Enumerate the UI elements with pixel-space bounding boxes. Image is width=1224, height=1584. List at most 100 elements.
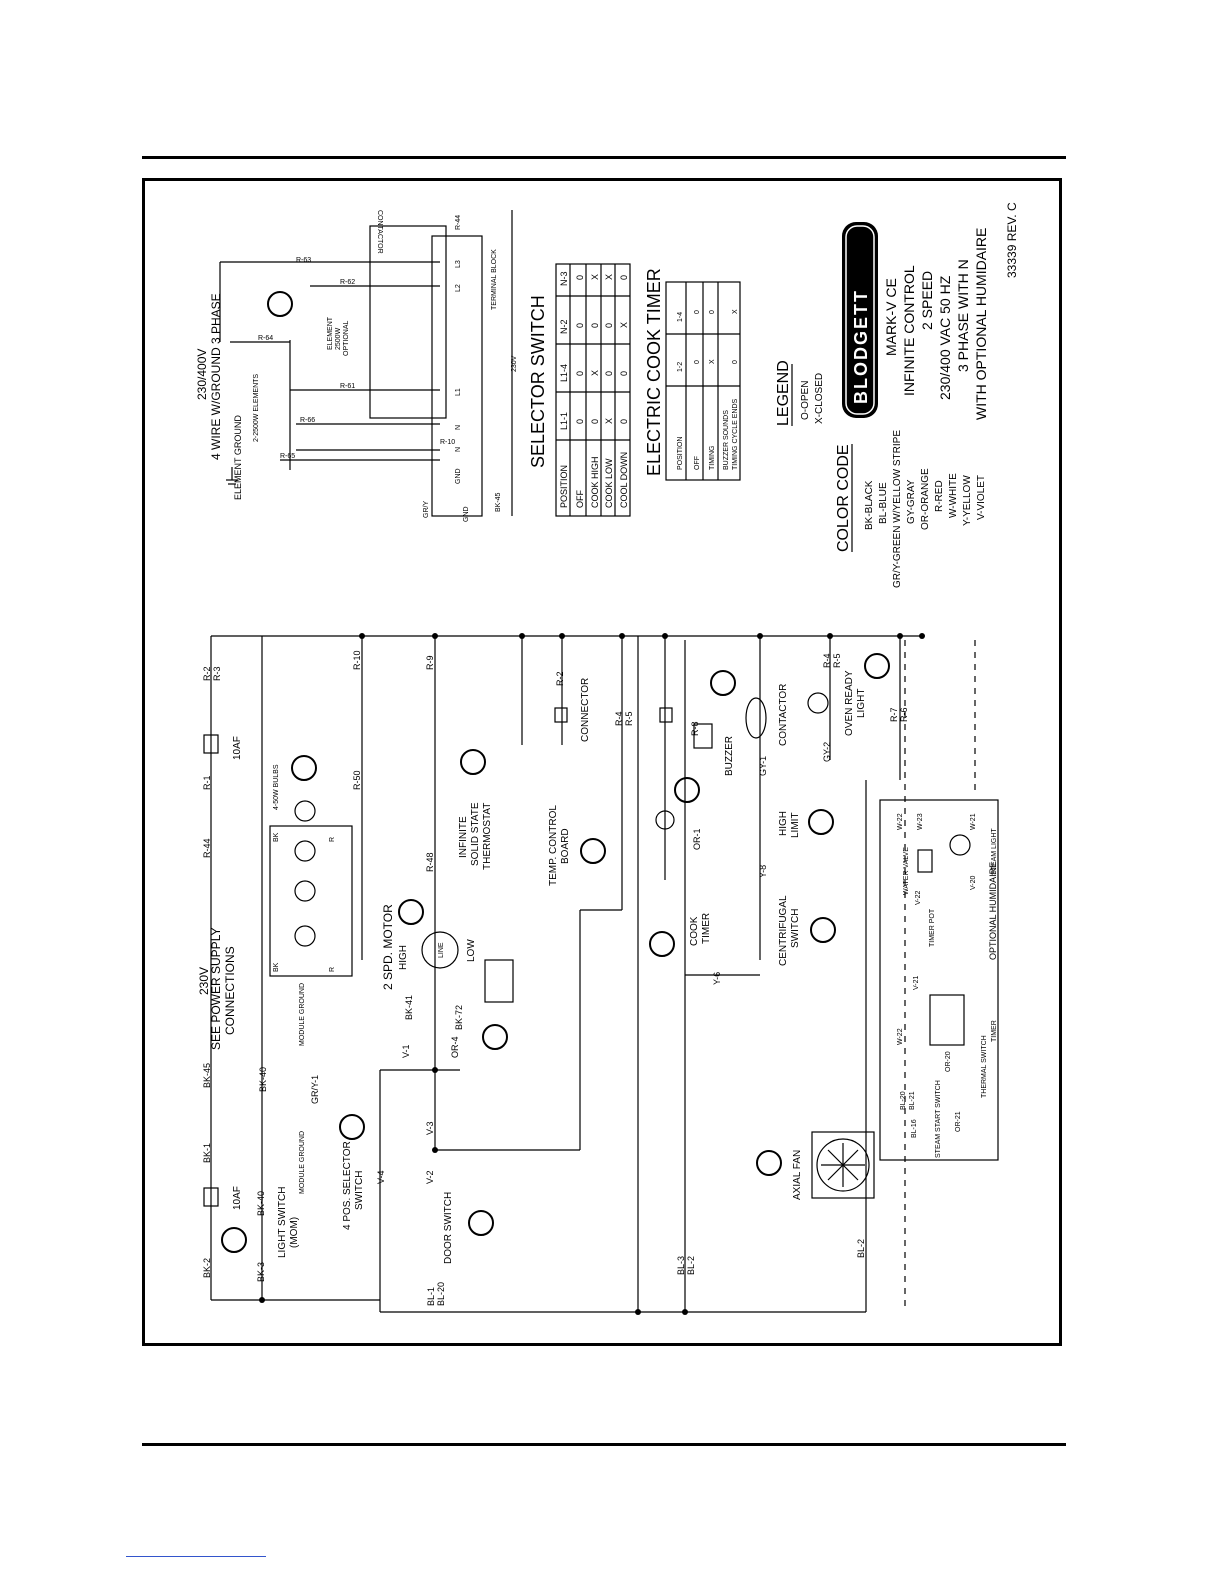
- label-motor-line: LINE: [438, 942, 445, 958]
- terminal-l1: L1: [455, 388, 462, 396]
- humidaire-w22: W-22: [897, 813, 904, 830]
- selector-switch-table: SELECTOR SWITCH POSITIONL1-1L1-4N-2N-3OF…: [528, 263, 631, 517]
- label-high-limit-1: HIGH: [778, 811, 789, 836]
- bulb-array: [269, 800, 353, 977]
- element-wiring: 230/400V 4 WIRE W/GROUND 3 PHASE 2-2500W…: [195, 210, 518, 522]
- color-code-title: COLOR CODE: [835, 444, 852, 552]
- brand-text: BLODGETT: [851, 289, 871, 404]
- selector-table-title: SELECTOR SWITCH: [528, 295, 548, 468]
- humidaire-thermal-switch: THERMAL SWITCH: [981, 1035, 988, 1098]
- color-bk: BK-BLACK: [864, 480, 875, 530]
- label-selector-switch-2: SWITCH: [354, 1171, 365, 1210]
- humidaire-or21: OR-21: [955, 1111, 962, 1132]
- humidaire-title: OPTIONAL HUMIDAIRE: [988, 862, 998, 960]
- label-r50: R-50: [352, 770, 362, 790]
- label-v3: V-3: [425, 1121, 435, 1135]
- terminal-n2: N: [455, 425, 462, 430]
- selector-cell: 0: [619, 275, 629, 280]
- selector-cell: 0: [575, 275, 585, 280]
- terminal-gnd: GND: [455, 468, 462, 484]
- schematic-labels: R-2 R-3 R-1 10AF R-44 BK-45 BK-1 10AF BK…: [197, 650, 909, 1306]
- humidaire-v20: V-20: [970, 875, 977, 890]
- timer-cell: 0: [732, 360, 739, 364]
- label-module-ground-1: MODULE GROUND: [299, 983, 306, 1046]
- humidaire-bl16: BL-16: [911, 1119, 918, 1138]
- label-r8: R-8: [690, 721, 700, 736]
- label-module-ground-2: MODULE GROUND: [299, 1131, 306, 1194]
- label-thermostat-2: SOLID STATE: [470, 802, 481, 866]
- label-r1: R-1: [202, 775, 212, 790]
- label-selector-switch-1: 4 POS. SELECTOR: [342, 1141, 353, 1230]
- selector-header-cell: N-2: [559, 319, 569, 334]
- label-r48: R-48: [425, 852, 435, 872]
- label-gy2: GY-2: [822, 742, 832, 762]
- label-or1: OR-1: [692, 828, 702, 850]
- element-ground: ELEMENT GROUND: [233, 415, 243, 500]
- title-line-4: 230/400 VAC 50 HZ: [937, 275, 953, 400]
- timer-cell: X: [709, 359, 716, 364]
- timer-cell: TIMING CYCLE ENDS: [732, 398, 739, 470]
- label-bulb-r-4: R: [329, 967, 336, 972]
- label-buzzer: BUZZER: [724, 736, 735, 776]
- color-bl: BL-BLUE: [878, 482, 889, 524]
- label-fuse-right: 10AF: [232, 736, 243, 760]
- motor-symbol: [421, 931, 459, 969]
- element-contactor: CONTACTOR: [376, 210, 383, 254]
- wire-r66: R-66: [300, 417, 315, 424]
- humidaire-steam-start: STEAM START SWITCH: [935, 1080, 942, 1158]
- label-centrifugal-2: SWITCH: [790, 909, 801, 948]
- label-bk3: BK-3: [256, 1262, 266, 1282]
- label-motor-low: LOW: [466, 939, 477, 962]
- humidaire-w23: W-23: [917, 813, 924, 830]
- label-bk40b: BK-40: [256, 1191, 266, 1216]
- humidaire-bl20: BL-20: [900, 1091, 907, 1110]
- axial-fan-icon: [811, 1131, 875, 1199]
- timer-motor-icon: [655, 810, 675, 830]
- label-r5b: R-5: [832, 653, 842, 668]
- selector-cell: 0: [604, 371, 614, 376]
- selector-cell: 0: [619, 419, 629, 424]
- label-light-switch: LIGHT SWITCH: [277, 1187, 288, 1258]
- selector-cell: 0: [575, 419, 585, 424]
- label-r10: R-10: [352, 650, 362, 670]
- selector-cell: COOL DOWN: [619, 452, 629, 508]
- legend-closed: X-CLOSED: [814, 373, 825, 424]
- selector-cell: COOK HIGH: [590, 456, 600, 508]
- label-oven-ready-1: OVEN READY: [844, 670, 855, 736]
- humidaire-or20: OR-20: [945, 1051, 952, 1072]
- selector-cell: X: [590, 274, 600, 280]
- selector-cell: X: [590, 370, 600, 376]
- humidaire-timer: TIMER: [991, 1020, 998, 1042]
- label-centrifugal-1: CENTRIFUGAL: [778, 895, 789, 966]
- label-bk40: BK-40: [258, 1067, 268, 1092]
- blodgett-logo: [842, 222, 878, 418]
- label-v1: V-1: [401, 1044, 411, 1058]
- selector-cell: 0: [619, 371, 629, 376]
- humidaire-w21: W-21: [970, 813, 977, 830]
- label-bl20: BL-20: [436, 1282, 446, 1306]
- label-temp-board-1: TEMP. CONTROL: [548, 805, 559, 886]
- terminal-l2: L2: [455, 284, 462, 292]
- selector-cell: X: [619, 322, 629, 328]
- label-bl2a: BL-2: [686, 1256, 696, 1275]
- title-block: BLODGETT MARK-V CE INFINITE CONTROL 2 SP…: [842, 202, 1019, 420]
- label-r2: R-2: [202, 666, 212, 681]
- label-supply-voltage: 230V: [197, 967, 211, 995]
- title-line-1: MARK-V CE: [883, 278, 899, 356]
- element-optional-2: 2500W: [335, 327, 342, 350]
- element-terminal-block: TERMINAL BLOCK: [491, 249, 498, 310]
- wire-r64: R-64: [258, 335, 273, 342]
- selector-cell: 0: [575, 371, 585, 376]
- label-bulbs: 4-50W BULBS: [273, 764, 280, 810]
- label-light-switch-mom: (MOM): [289, 1217, 300, 1248]
- label-cook-timer-1: COOK: [689, 916, 700, 946]
- label-high-limit-2: LIMIT: [790, 812, 801, 838]
- main-schematic: R-2 R-3 R-1 10AF R-44 BK-45 BK-1 10AF BK…: [197, 291, 999, 1315]
- contactor-coil: [745, 697, 767, 739]
- wire-r62: R-62: [340, 279, 355, 286]
- footer-link-underline[interactable]: [126, 1556, 266, 1557]
- label-r5a: R-5: [624, 711, 634, 726]
- wire-bk45: BK-45: [495, 492, 502, 512]
- color-v: V-VIOLET: [976, 475, 987, 520]
- color-r: R-RED: [934, 480, 945, 512]
